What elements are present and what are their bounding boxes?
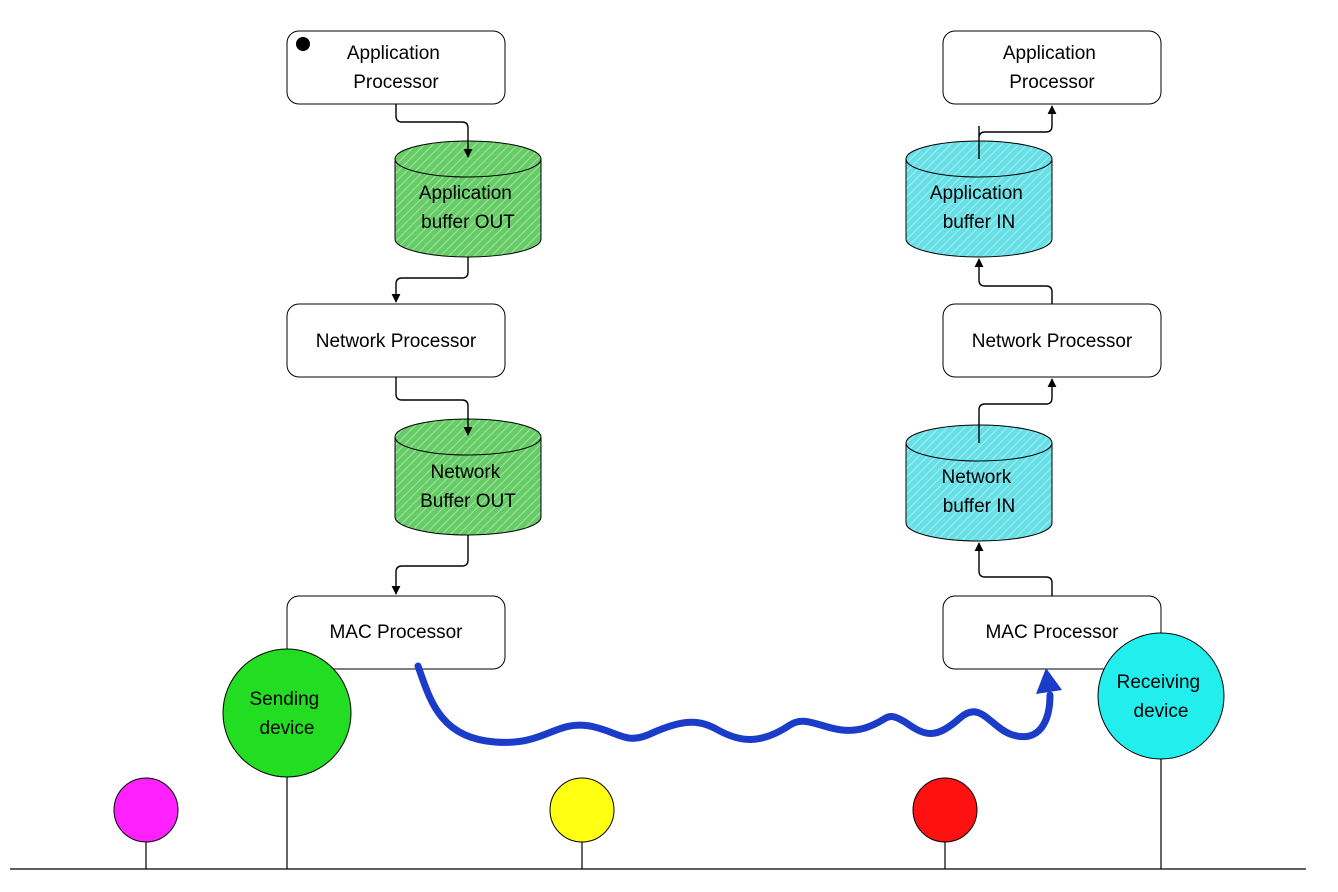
sender-network-buffer-line2: Buffer OUT: [420, 491, 516, 512]
sender-network-processor: Network Processor: [286, 303, 506, 378]
receiver-mac-processor: MAC Processor: [942, 595, 1162, 670]
node-red: [912, 777, 978, 869]
receiver-mac-processor-label: MAC Processor: [985, 622, 1119, 643]
receiver-network-buffer-line2: buffer IN: [943, 496, 1016, 517]
arrow-icon: [978, 106, 1052, 159]
sender-app-processor-line1: Application: [347, 43, 440, 64]
svg-text:Network buffer IN: Network buffer IN: [942, 467, 1017, 517]
arrow-icon: [978, 378, 1057, 443]
sender-app-processor-line2: Processor: [353, 72, 439, 93]
receiver-stack: Application Processor Application buffer…: [905, 30, 1162, 670]
arrow-icon: [395, 377, 473, 436]
sender-network-buffer-line1: Network: [431, 462, 501, 483]
arrow-icon: [974, 542, 1053, 596]
arrow-icon: [974, 258, 1053, 304]
sender-app-buffer-line1: Application: [419, 183, 512, 204]
svg-text:Application buffer IN: Application buffer IN: [930, 183, 1028, 233]
svg-text:Sending device: Sending device: [249, 689, 324, 739]
wavy-arrow-icon: [414, 662, 1054, 746]
arrow-icon: [1036, 668, 1062, 694]
svg-text:Application Processor: Application Processor: [1003, 43, 1101, 93]
radio-link: [414, 662, 1062, 746]
node-yellow: [549, 777, 615, 869]
receiver-app-processor-line1: Application: [1003, 43, 1096, 64]
receiver-app-processor-line2: Processor: [1009, 72, 1095, 93]
sender-mac-processor-label: MAC Processor: [329, 622, 463, 643]
receiving-device-line1: Receiving: [1117, 672, 1200, 693]
sending-device: Sending device: [222, 648, 352, 869]
sender-network-buffer: Network Buffer OUT: [394, 418, 542, 536]
svg-text:Network Buffer OUT: Network Buffer OUT: [420, 462, 516, 512]
sender-network-processor-label: Network Processor: [316, 331, 477, 352]
sending-device-line2: device: [260, 718, 315, 739]
arrow-icon: [395, 104, 473, 158]
sender-app-buffer-line2: buffer OUT: [421, 212, 515, 233]
receiver-app-buffer-line1: Application: [930, 183, 1023, 204]
svg-text:Receiving device: Receiving device: [1117, 672, 1206, 722]
receiver-app-buffer: Application buffer IN: [905, 140, 1053, 258]
receiver-app-buffer-line2: buffer IN: [943, 212, 1016, 233]
receiving-device-line2: device: [1134, 701, 1189, 722]
svg-text:Application Processor: Application Processor: [347, 43, 445, 93]
sender-app-processor: Application Processor: [286, 30, 506, 105]
arrow-icon: [391, 257, 469, 303]
filled-dot-icon: [296, 37, 310, 51]
sender-app-buffer: Application buffer OUT: [394, 140, 542, 258]
receiver-network-processor-label: Network Processor: [972, 331, 1133, 352]
receiver-app-processor: Application Processor: [942, 30, 1162, 105]
sender-mac-processor: MAC Processor: [286, 595, 506, 670]
svg-text:Application buffer OUT: Application buffer OUT: [419, 183, 517, 233]
sender-stack: Application Processor Application buffer…: [286, 30, 542, 670]
receiver-network-processor: Network Processor: [942, 303, 1162, 378]
node-magenta: [113, 777, 179, 869]
sending-device-line1: Sending: [249, 689, 319, 710]
receiving-device: Receiving device: [1097, 632, 1225, 869]
arrow-icon: [391, 535, 469, 595]
receiver-network-buffer-line1: Network: [942, 467, 1012, 488]
